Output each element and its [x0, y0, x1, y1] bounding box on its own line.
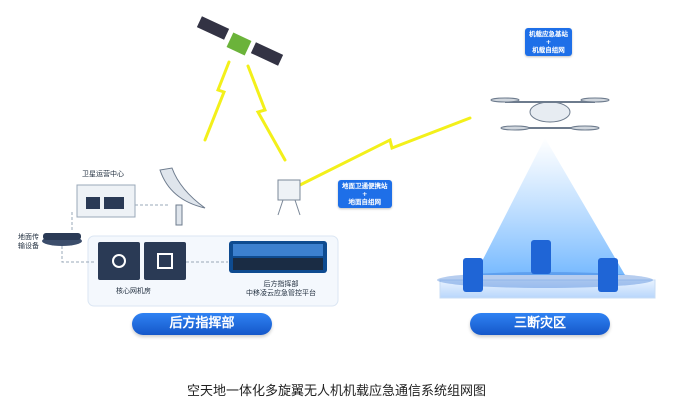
label-ground-transmission: 地面传 输设备 [18, 233, 39, 250]
figure-caption: 空天地一体化多旋翼无人机机载应急通信系统组网图 [186, 384, 486, 399]
core-server-1 [98, 242, 140, 280]
drone [490, 97, 610, 131]
coverage-beam [475, 138, 625, 275]
callout-airborne: 机载应急基站 + 机载自组网 [525, 28, 572, 56]
core-server-2 [144, 242, 186, 280]
satellite-dish [159, 167, 206, 226]
portable-terminal [277, 179, 301, 216]
label-satellite-center: 卫星运营中心 [82, 170, 124, 178]
phones [463, 240, 618, 292]
satellite [196, 16, 284, 66]
label-command-center: 后方指挥部 中移凌云应急管控平台 [246, 280, 316, 297]
callout-ground-station: 地面卫通便携站 + 地面自组网 [338, 180, 392, 208]
banner-rear-command: 后方指挥部 [132, 313, 272, 335]
label-core-room: 核心网机房 [116, 287, 151, 295]
banner-disaster-area: 三断灾区 [470, 313, 610, 335]
